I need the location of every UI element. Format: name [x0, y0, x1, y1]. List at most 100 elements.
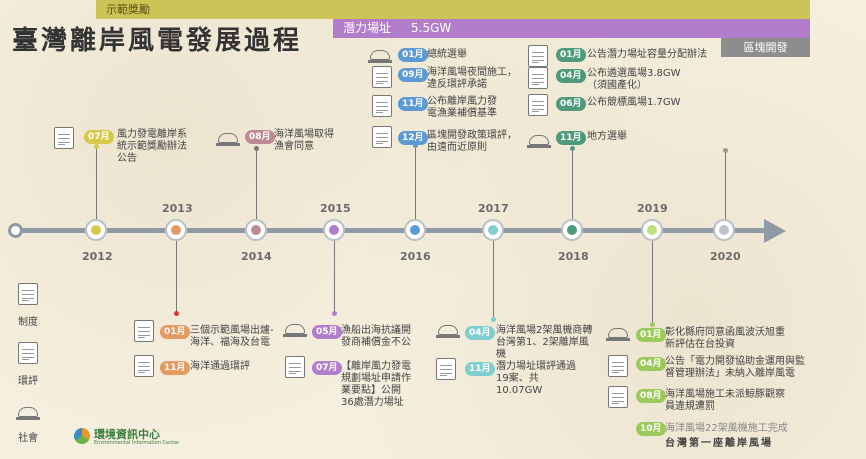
- year-label: 2020: [710, 250, 741, 263]
- timeline-stem: [256, 148, 257, 219]
- node-dot: [410, 225, 420, 235]
- stem-marker: [650, 322, 655, 327]
- event-text: 區塊開發政策環評，由遠而近原則: [427, 130, 517, 153]
- regulation-legend-icon: [18, 283, 38, 305]
- year-label: 2017: [478, 202, 509, 215]
- stem-marker: [254, 146, 259, 151]
- month-badge: 01月: [556, 48, 586, 62]
- event-text: 海洋風場施工未派鯨豚觀察員違規遭罰: [665, 389, 785, 412]
- event-text: 【離岸風力發電規劃場址申請作業要點】公開36處潛力場址: [341, 361, 411, 408]
- month-badge: 04月: [636, 357, 666, 371]
- community-legend-icon: [16, 405, 40, 421]
- event-text: 公布競標風場1.7GW: [587, 97, 681, 108]
- eia-icon: [372, 126, 392, 148]
- month-badge: 08月: [245, 130, 275, 144]
- potential-site-label: 潛力場址: [343, 21, 392, 35]
- month-badge: 08月: [636, 389, 666, 403]
- event-text: 海洋風場夜間施工，違反環評承諾: [427, 67, 517, 90]
- community-icon: [368, 48, 392, 64]
- year-node-2018: [561, 219, 583, 241]
- community-icon: [283, 322, 307, 338]
- month-badge: 04月: [465, 326, 495, 340]
- stem-marker: [723, 148, 728, 153]
- month-badge: 12月: [398, 131, 428, 145]
- node-dot: [91, 225, 101, 235]
- month-badge: 01月: [160, 325, 190, 339]
- regulation-icon: [528, 94, 548, 116]
- year-node-2017: [482, 219, 504, 241]
- month-badge: 11月: [465, 362, 495, 376]
- event-text: 彰化縣府同意函風波沃旭重新評估在台投資: [665, 327, 785, 350]
- event-text: 總統選舉: [427, 49, 467, 60]
- year-label: 2014: [241, 250, 272, 263]
- timeline-stem: [493, 241, 494, 319]
- month-badge: 11月: [160, 361, 190, 375]
- month-badge: 11月: [556, 131, 586, 145]
- timeline-arrow: [764, 219, 786, 243]
- stem-marker: [570, 146, 575, 151]
- month-badge: 10月: [636, 422, 666, 436]
- year-label: 2015: [320, 202, 351, 215]
- event-text: 公布遴選風場3.8GW（須國產化）: [587, 68, 681, 91]
- eia-icon: [436, 358, 456, 380]
- timeline-stem: [415, 145, 416, 219]
- event-text: 海洋通過環評: [190, 361, 250, 372]
- year-node-2013: [165, 219, 187, 241]
- stem-marker: [332, 311, 337, 316]
- timeline-stem: [334, 241, 335, 313]
- legend-label: 環評: [18, 376, 38, 387]
- event-text: 地方選舉: [587, 131, 627, 142]
- year-label: 2016: [400, 250, 431, 263]
- node-dot: [488, 225, 498, 235]
- month-badge: 06月: [556, 97, 586, 111]
- legend-label: 制度: [18, 317, 38, 328]
- demo-reward-band: 示範獎勵: [96, 0, 810, 19]
- year-label: 2012: [82, 250, 113, 263]
- year-label: 2013: [162, 202, 193, 215]
- year-node-2014: [245, 219, 267, 241]
- event-text: 三個示範風場出爐-海洋、福海及台電: [190, 325, 274, 348]
- year-node-2016: [404, 219, 426, 241]
- timeline-stem: [96, 146, 97, 219]
- month-badge: 11月: [398, 97, 428, 111]
- event-text: 潛力場址環評通過19案、共10.07GW: [496, 361, 576, 396]
- node-dot: [329, 225, 339, 235]
- logo-name: 環境資訊中心: [94, 428, 160, 441]
- community-icon: [606, 326, 630, 342]
- community-icon: [216, 131, 240, 147]
- node-dot: [567, 225, 577, 235]
- eia-icon: [608, 386, 628, 408]
- year-label: 2019: [637, 202, 668, 215]
- year-node-2019: [641, 219, 663, 241]
- event-text: 公布離岸風力發電漁業補償基準: [427, 96, 497, 119]
- regulation-icon: [528, 67, 548, 89]
- event-text: 海洋風場22架風機施工完成: [665, 423, 788, 434]
- stem-marker: [413, 143, 418, 148]
- month-badge: 04月: [556, 69, 586, 83]
- community-icon: [527, 133, 551, 149]
- month-badge: 07月: [312, 361, 342, 375]
- block-development-band: 區塊開發: [721, 38, 810, 57]
- eia-icon: [372, 66, 392, 88]
- event-text: 風力發電離岸系統示範獎勵辦法公告: [117, 129, 187, 164]
- timeline-stem: [725, 150, 726, 219]
- node-dot: [647, 225, 657, 235]
- event-text: 海洋風場2架風機商轉台灣第1、2架離岸風機: [496, 325, 593, 360]
- event-text: 台灣第一座離岸風場: [665, 438, 773, 449]
- regulation-icon: [134, 320, 154, 342]
- eia-legend-icon: [18, 342, 38, 364]
- eic-logo-icon: [74, 428, 90, 444]
- year-node-2012: [85, 219, 107, 241]
- logo-subtitle: Environmental Information Center: [94, 440, 180, 446]
- regulation-icon: [54, 127, 74, 149]
- legend-label: 社會: [18, 433, 38, 444]
- year-node-2020: [713, 219, 735, 241]
- timeline-axis: [14, 228, 766, 233]
- timeline-stem: [652, 241, 653, 324]
- eia-icon: [134, 355, 154, 377]
- community-icon: [436, 323, 460, 339]
- year-node-2015: [323, 219, 345, 241]
- year-label: 2018: [558, 250, 589, 263]
- event-text: 漁船出海抗議開發商補償金不公: [341, 325, 411, 348]
